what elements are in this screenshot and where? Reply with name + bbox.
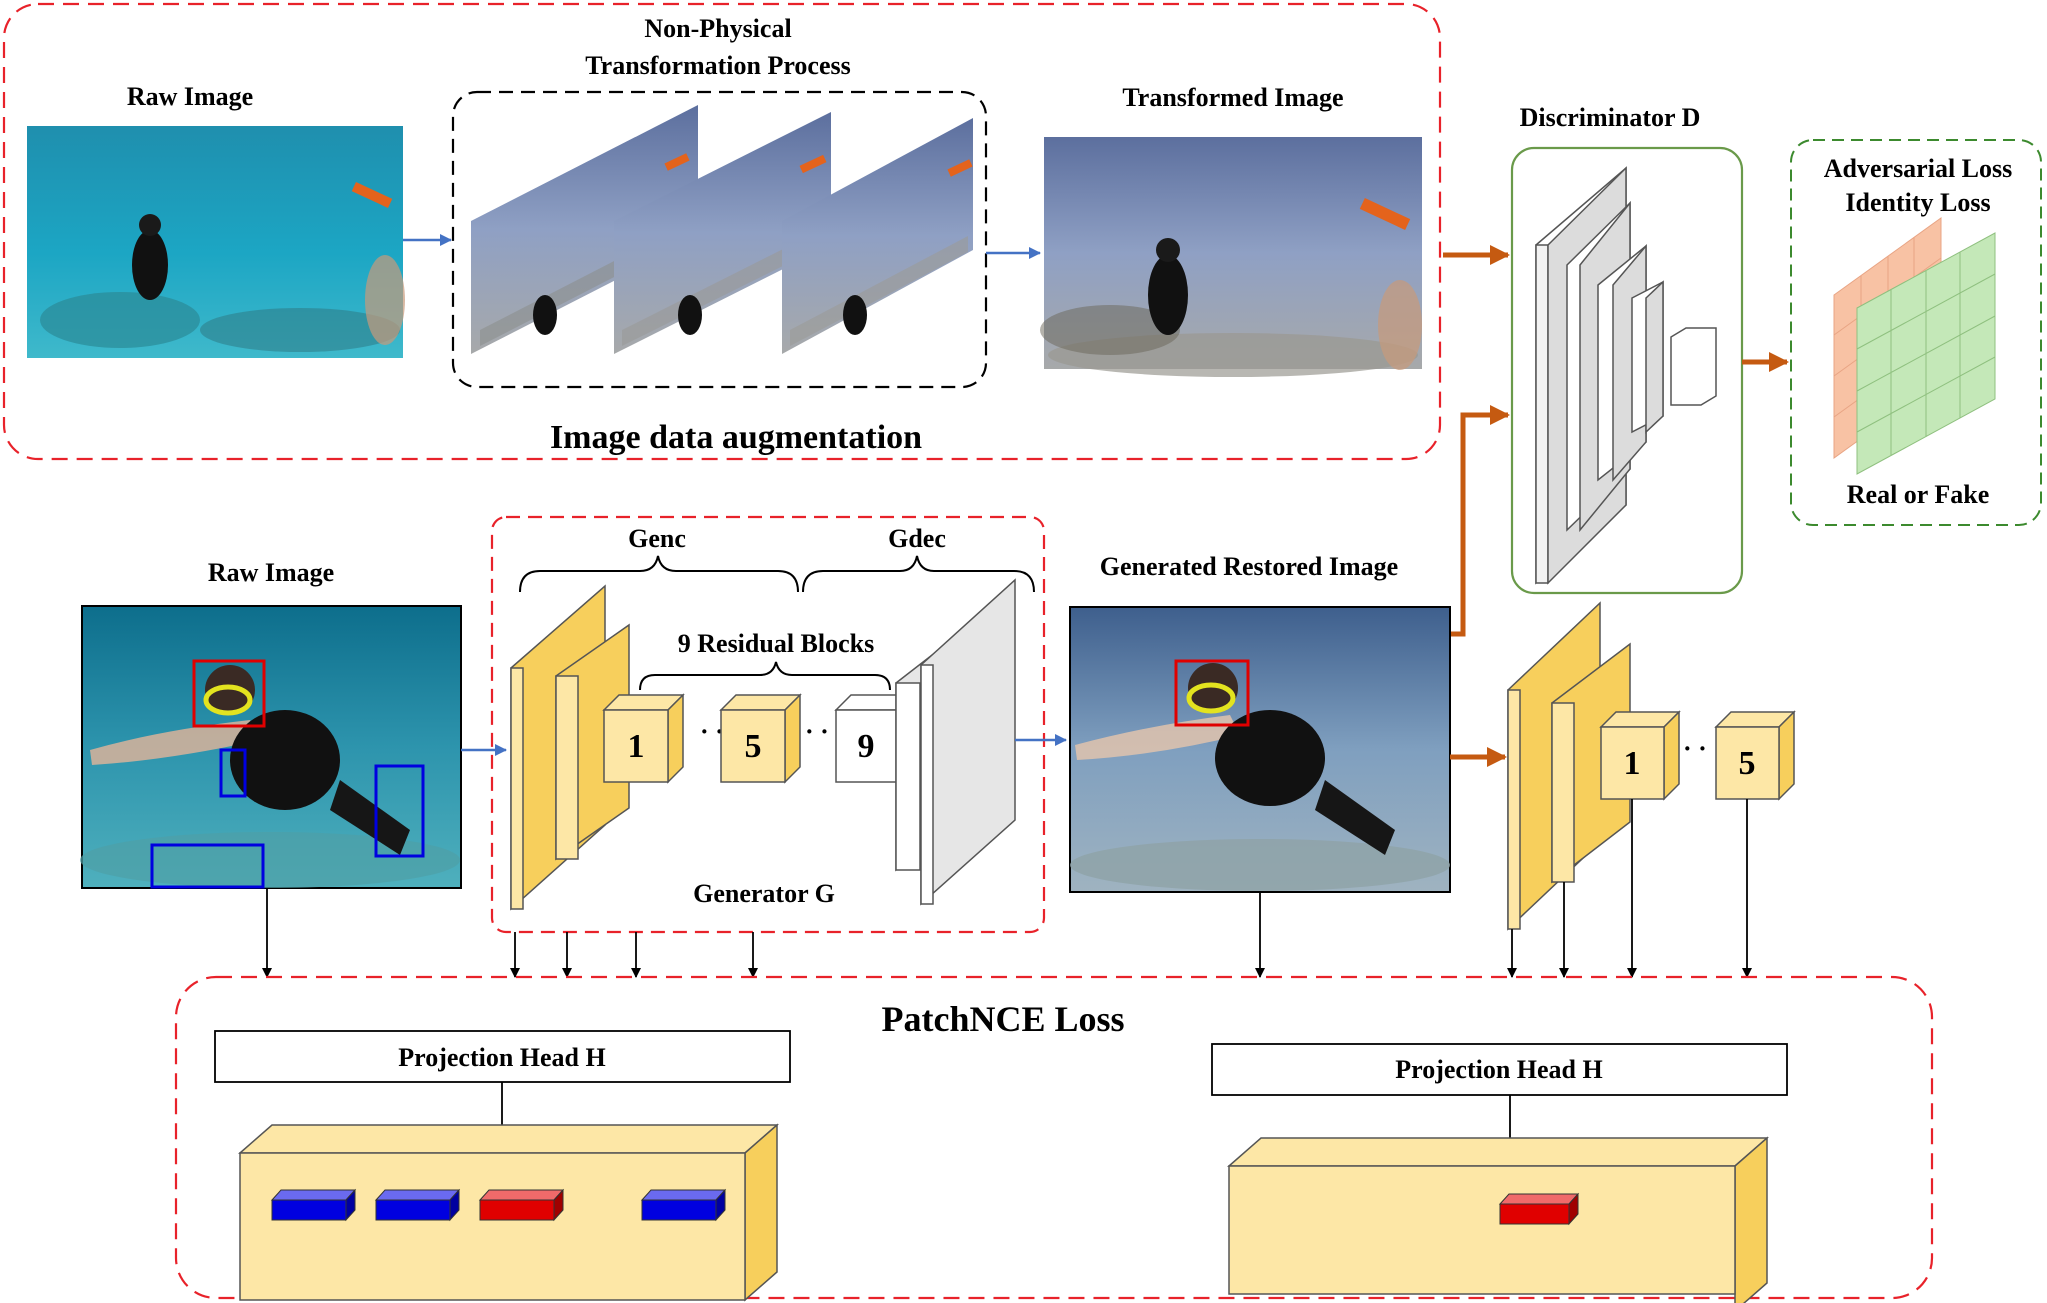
- restored-patch-box-red: [1174, 659, 1250, 727]
- residual-brace: [639, 661, 891, 691]
- restored-label: Generated Restored Image: [1100, 552, 1398, 581]
- encoder-copy-cube-5: [1714, 710, 1796, 801]
- encoder-block-2: [555, 623, 630, 861]
- adversarial-loss-label: Adversarial Loss: [1824, 154, 2013, 183]
- generator-name-label: Generator G: [693, 879, 835, 908]
- projection-head-left: [214, 1030, 791, 1083]
- patchnce-title: PatchNCE Loss: [881, 999, 1124, 1039]
- arrow-restored-to-discriminator: [1450, 405, 1510, 637]
- patch-red-right: [1498, 1192, 1580, 1226]
- encoder-copy-cube-1-label: 1: [1624, 745, 1641, 782]
- raw-image-label-top: Raw Image: [127, 82, 253, 111]
- residual-cube-5: [719, 693, 802, 784]
- residual-cube-1: [602, 693, 685, 784]
- transformed-stack-2: [614, 112, 831, 354]
- output-frame: [1790, 139, 2042, 526]
- feature-bank-left: [238, 1123, 779, 1302]
- gdec-label: Gdec: [888, 524, 946, 553]
- projection-head-right-label: Projection Head H: [1395, 1055, 1602, 1084]
- decoder-block-2: [920, 578, 1016, 906]
- restored-image: [1069, 606, 1451, 893]
- generator-frame: [490, 515, 1046, 934]
- encoder-copy-cube-1: [1599, 710, 1681, 801]
- gdec-brace: [802, 555, 1035, 593]
- projection-head-left-label: Projection Head H: [398, 1043, 605, 1072]
- discriminator-frame: [1510, 146, 1744, 595]
- patch-box-blue-1: [219, 748, 247, 798]
- transformation-process-frame: [451, 90, 988, 389]
- transformed-image: [1040, 137, 1422, 377]
- transformed-stack-3: [782, 118, 973, 354]
- augmentation-frame: [2, 2, 1442, 461]
- residual-cube-1-label: 1: [628, 728, 645, 765]
- process-label-line2: Transformation Process: [585, 51, 851, 80]
- identity-loss-label: Identity Loss: [1845, 188, 1990, 217]
- transformed-label: Transformed Image: [1122, 83, 1343, 112]
- residual-cube-9-label: 9: [858, 728, 875, 765]
- patch-blue-2: [374, 1188, 461, 1222]
- raw-image-label-mid: Raw Image: [208, 558, 334, 587]
- patch-blue-3: [640, 1188, 727, 1222]
- patch-blue-1: [270, 1188, 357, 1222]
- projection-head-right: [1211, 1043, 1788, 1096]
- real-or-fake-label: Real or Fake: [1847, 480, 1990, 509]
- process-label-line1: Non-Physical: [644, 14, 791, 43]
- raw-image-mid: [80, 605, 462, 889]
- genc-brace: [519, 555, 799, 593]
- patch-box-red: [192, 659, 266, 728]
- encoder-copy-cube-5-label: 5: [1739, 745, 1756, 782]
- patch-red-left: [478, 1188, 565, 1222]
- discriminator-layers: [1535, 166, 1717, 585]
- residual-cube-5-label: 5: [745, 728, 762, 765]
- augmentation-title: Image data augmentation: [550, 419, 922, 456]
- output-grid-front: [1856, 232, 1996, 475]
- feature-arrows: [262, 799, 1752, 978]
- patchnce-frame: [174, 975, 1934, 1300]
- encoder-copy-block-2: [1551, 642, 1631, 884]
- patch-box-blue-2: [374, 764, 425, 858]
- patch-box-blue-3: [150, 843, 265, 889]
- raw-image-top: [27, 126, 405, 358]
- genc-label: Genc: [628, 524, 686, 553]
- discriminator-label: Discriminator D: [1520, 103, 1701, 132]
- feature-bank-right: [1227, 1136, 1769, 1303]
- residual-label: 9 Residual Blocks: [678, 629, 875, 658]
